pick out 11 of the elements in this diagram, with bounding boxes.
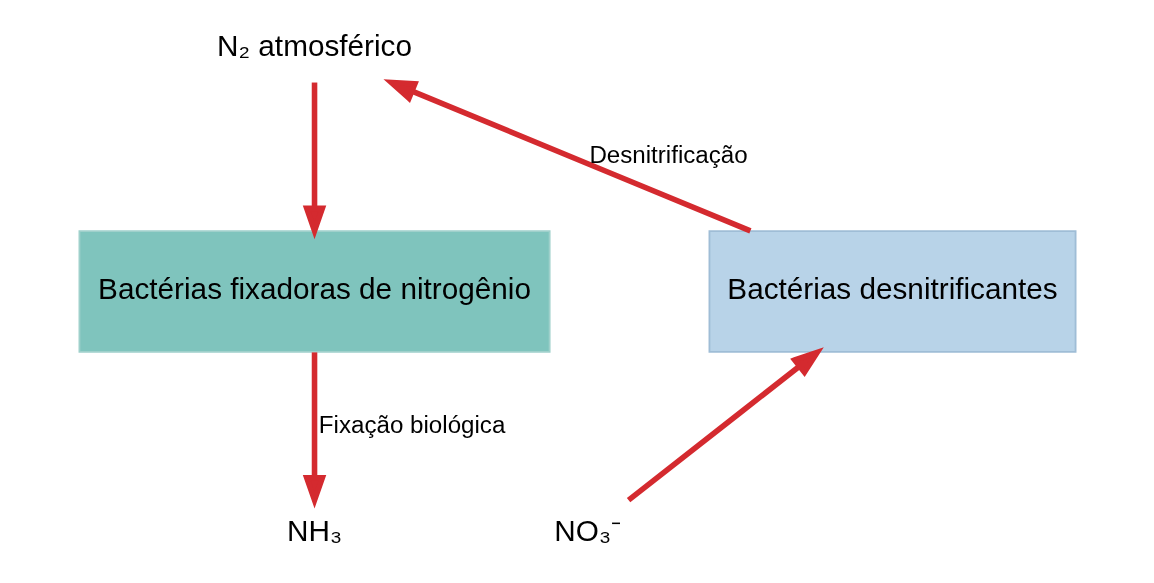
- arrow: [626, 347, 824, 503]
- arrow: [302, 352, 326, 509]
- edge-label: Fixação biológica: [318, 410, 505, 438]
- node-text: NH₃: [286, 514, 342, 548]
- arrow: [302, 82, 326, 240]
- node-text: N₂ atmosférico: [216, 29, 412, 63]
- edge-label: Desnitrificação: [588, 141, 748, 169]
- node-box: Bactérias desnitrificantes: [708, 230, 1076, 353]
- node-box: Bactérias fixadoras de nitrogênio: [78, 230, 551, 353]
- node-text: NO₃⁻: [553, 514, 621, 548]
- arrow: [382, 79, 751, 234]
